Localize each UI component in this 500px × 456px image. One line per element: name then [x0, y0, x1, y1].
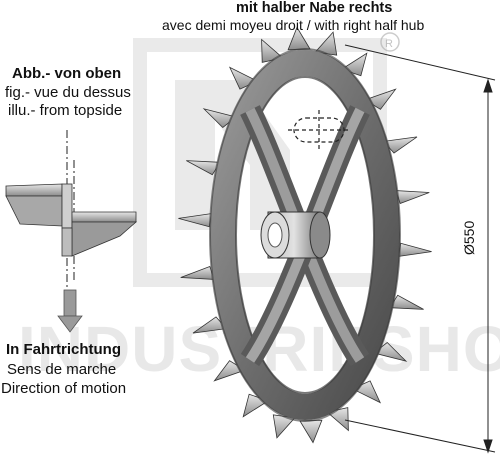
direction-label-en: Direction of motion: [1, 380, 127, 397]
wheel-spike: [178, 213, 212, 228]
diameter-dimension-line: [344, 44, 496, 454]
direction-arrow-icon: [57, 289, 83, 333]
direction-label-de: In Fahrtrichtung: [6, 341, 121, 358]
topview-label-de: Abb.- von oben: [12, 65, 122, 82]
wheel-spike: [180, 265, 215, 280]
wheel-hub: [260, 211, 331, 259]
wheel-spike: [398, 242, 432, 257]
title-fr-en: avec demi moyeu droit / with right half …: [162, 17, 425, 33]
svg-text:R: R: [385, 38, 393, 50]
topview-label-fr: fig.- vue du dessus: [5, 84, 131, 101]
watermark-registered-icon: [380, 32, 400, 52]
wheel-spike: [395, 190, 430, 205]
topview-illustration: [5, 130, 138, 290]
title-de: mit halber Nabe rechts: [236, 0, 393, 16]
topview-label-en: illu.- from topside: [8, 102, 123, 119]
hub-hole-symbol: [288, 110, 350, 150]
diameter-label: Ø550: [461, 220, 477, 255]
direction-label-fr: Sens de marche: [7, 361, 117, 378]
wheel-rim: [210, 50, 400, 420]
wheel-spike: [299, 419, 323, 444]
